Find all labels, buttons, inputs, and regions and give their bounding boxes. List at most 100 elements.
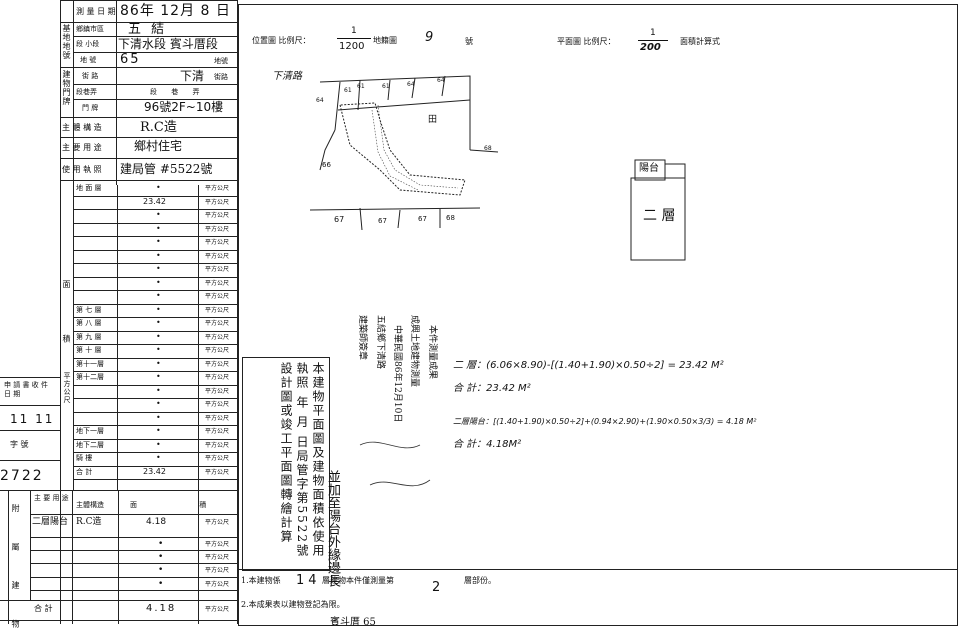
plan-scale-den: 200 (640, 42, 661, 53)
annex-head-struct: 主體構造 (76, 501, 104, 509)
floor-unit: 平方公尺 (205, 333, 230, 341)
annex-unit: 平方公尺 (205, 567, 230, 574)
floor-unit: 平方公尺 (205, 266, 230, 273)
area-section-label: 面 積 (62, 280, 71, 365)
floor-name: 地下二層 (76, 440, 104, 449)
annex-area: 4.18 (146, 517, 167, 527)
annex-total-label: 合 計 (34, 604, 53, 613)
svg-text:本件測量成果: 本件測量成果 (427, 325, 439, 379)
lot-no-6: 64 (437, 77, 445, 84)
license-value: 建局管 #5522號 (120, 162, 213, 176)
svg-text:建築師簽章: 建築師簽章 (357, 315, 369, 360)
official-stamp: 建築師簽章 五結鄉下清路 中華民國86年12月10日 成興土地建物測量 本件測量… (357, 315, 439, 487)
survey-date: 86年 12月 8 日 (120, 3, 231, 19)
footer-text: 賓斗厝 65 (330, 617, 376, 628)
floor-area: • (156, 331, 161, 341)
floor-unit: 平方公尺 (205, 468, 230, 476)
svg-text:五結鄉下清路: 五結鄉下清路 (375, 315, 387, 369)
annex-head-use: 主 要 用 途 (34, 494, 69, 502)
floor-name: 騎 樓 (76, 454, 93, 462)
map-label: 地籍圖 (373, 36, 397, 45)
floor-name: 地下一層 (76, 427, 104, 435)
registration-form: 測 量 日 期 86年 12月 8 日 基地地號 鄉鎮市區 五 結 段 小段 下… (0, 0, 238, 642)
annex-label: 附 屬 建 物 (11, 504, 20, 642)
word-number: 2722 (0, 468, 44, 484)
svg-text:成興土地建物測量: 成興土地建物測量 (409, 315, 421, 387)
lot-no-12: 68 (484, 145, 492, 152)
plan-label: 平面圖 比例尺： (557, 37, 616, 46)
street-label: 街 路 (82, 72, 99, 80)
floor-unit: 平方公尺 (205, 198, 230, 206)
floor-area: • (156, 210, 161, 219)
floor-unit: 平方公尺 (205, 306, 230, 314)
annex-use: 二層陽台 (32, 517, 69, 527)
word-label: 字 號 (10, 440, 29, 449)
floor-unit: 平方公尺 (205, 414, 230, 422)
annex-total-value: 4.18 (146, 603, 177, 614)
floor-name: 第十一層 (76, 359, 104, 368)
annex-area: • (158, 565, 164, 575)
annex-area: • (158, 539, 164, 549)
annex-unit: 平方公尺 (205, 581, 230, 588)
floor-unit: 平方公尺 (205, 387, 230, 395)
base-label: 基地地號 (62, 24, 71, 60)
floor-name: 第 十 層 (76, 346, 102, 354)
calc-line-3: 二層陽台：[(1.40+1.90)×0.50÷2]+(0.94×2.90)+(1… (453, 417, 757, 426)
floor-area: • (156, 223, 161, 233)
floor-unit: 平方公尺 (205, 293, 230, 300)
annex-area: • (158, 552, 164, 562)
annex-area: • (158, 579, 164, 589)
floor-area: • (156, 277, 161, 287)
floor-area: • (156, 264, 161, 273)
balcony-label: 陽台 (639, 163, 659, 174)
floor-unit: 平方公尺 (205, 185, 230, 192)
street-value: 下清 (180, 69, 205, 83)
floor-unit: 平方公尺 (205, 374, 230, 381)
annex-unit: 平方公尺 (205, 554, 230, 561)
floor-area: • (156, 399, 161, 408)
lot-no-3: 61 (357, 83, 365, 90)
note1-a: 1.本建物係 (241, 576, 281, 585)
floor-area: • (156, 385, 161, 395)
location-scale-num: 1 (351, 26, 357, 36)
annex-total-unit: 平方公尺 (205, 606, 230, 613)
location-map (309, 75, 499, 230)
location-scale-den: 1200 (339, 41, 365, 52)
note1-d: 2 (432, 580, 441, 595)
lot-no-5: 64 (407, 81, 415, 88)
calc-line-4: 合 計：4.18M² (453, 439, 522, 450)
floor-area: • (156, 291, 161, 300)
floor-unit: 平方公尺 (205, 360, 230, 368)
floor-unit: 平方公尺 (205, 225, 230, 233)
section-label: 段 小段 (76, 40, 100, 48)
use-label: 主 要 用 途 (62, 143, 102, 152)
plan-scale-num: 1 (650, 28, 656, 38)
annex-unit: 平方公尺 (205, 541, 230, 548)
city-label: 鄉鎮市區 (76, 25, 104, 33)
floor-name: 第 九 層 (76, 332, 102, 341)
city-value: 五 結 (128, 22, 168, 37)
floor-area: • (156, 183, 161, 192)
certification-text: 本建物平面圖及建物面積依使用執照 年 月 日局管字第5522號設計圖或竣工平面圖… (279, 362, 325, 558)
floor-area: • (156, 237, 161, 246)
lot-no-1: 64 (316, 97, 324, 104)
floor-area: • (156, 412, 161, 422)
floor-unit: 平方公尺 (205, 441, 230, 449)
floor-name: 第十二層 (76, 373, 104, 381)
floor-unit: 平方公尺 (205, 320, 230, 327)
floor-area: • (156, 345, 161, 354)
note1-e: 層部份。 (464, 576, 496, 585)
drawing-frame (238, 4, 958, 626)
license-label: 使 用 執 照 (62, 165, 102, 174)
calc-line-1: 二 層：(6.06×8.90)-[(1.40+1.90)×0.50÷2] = 2… (453, 360, 724, 371)
floor-name: 合 計 (76, 467, 93, 476)
map-no: 9 (425, 30, 434, 45)
lot-no-4: 61 (382, 83, 390, 90)
floor-unit: 平方公尺 (205, 239, 230, 246)
lot-no-7: 66 (322, 161, 331, 169)
floor-area: • (156, 358, 161, 368)
lot-no-10: 67 (418, 215, 427, 223)
floor-unit: 平方公尺 (205, 212, 230, 219)
note1-b: 14 (296, 573, 321, 588)
location-label: 位置圖 比例尺： (252, 36, 311, 45)
